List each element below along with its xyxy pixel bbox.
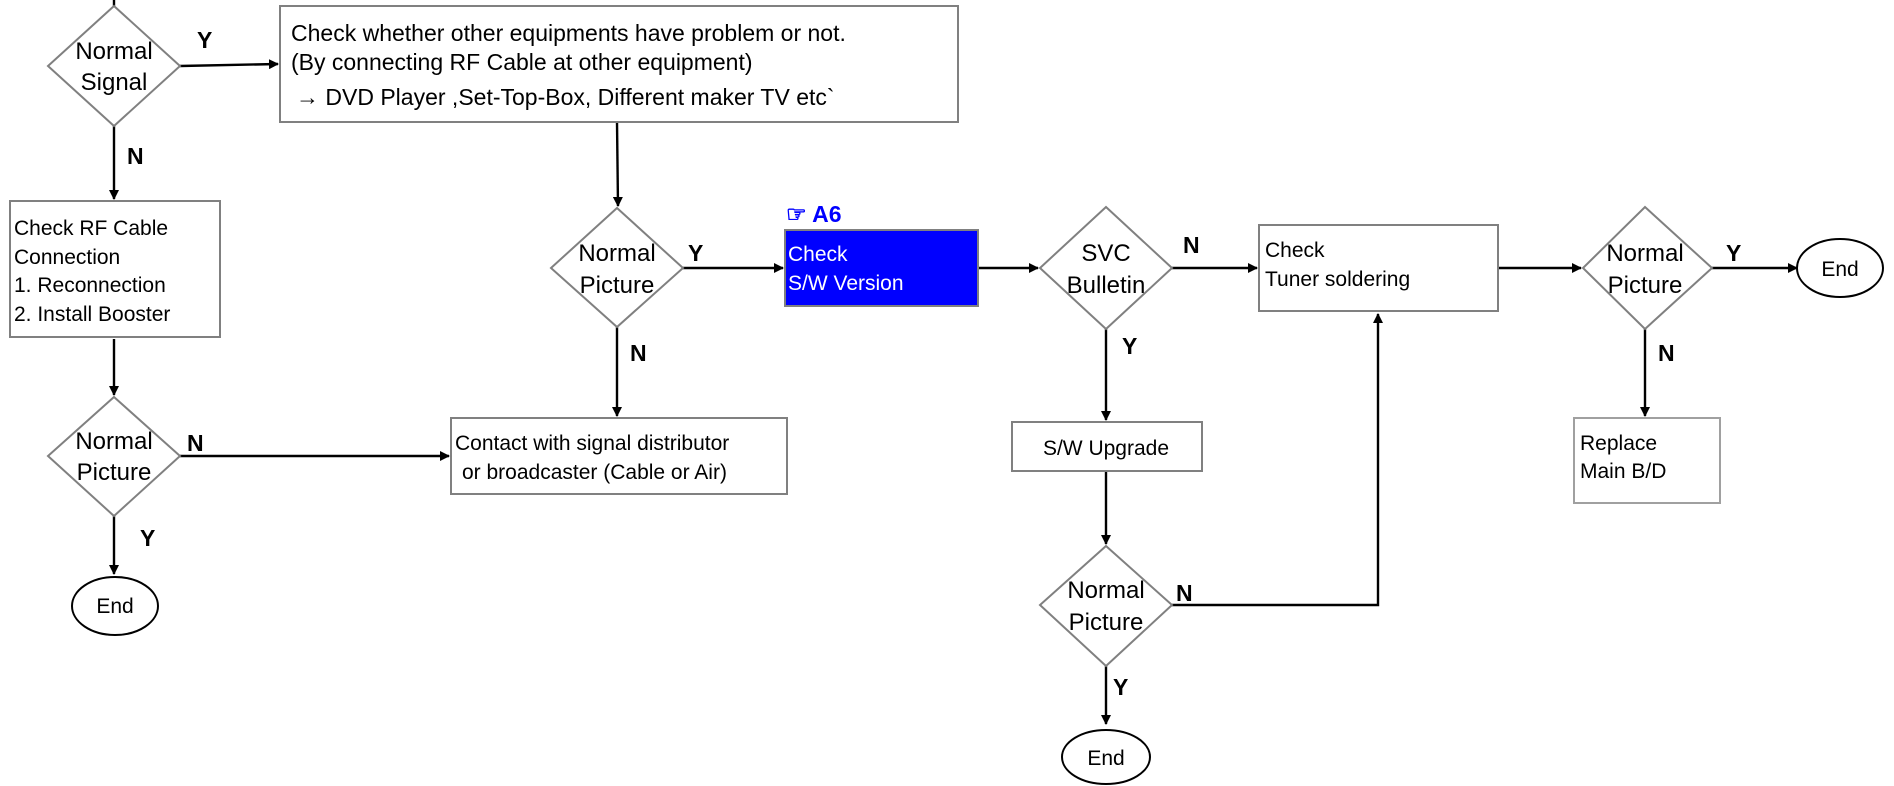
box-text-line: → DVD Player ,Set-Top-Box, Different mak… (296, 84, 835, 110)
decision-text-line: Normal (1067, 577, 1144, 604)
box-text-line: Check whether other equipments have prob… (291, 20, 846, 46)
box-text-line: Main B/D (1580, 460, 1666, 483)
decision-text-line: Picture (1069, 609, 1144, 636)
branch-labels: Y N N Y Y N N Y N Y Y N (127, 27, 1741, 700)
decision-text-line: Signal (81, 69, 148, 96)
box-text-line: Check (1265, 239, 1325, 262)
label-right-picture-yes: Y (1726, 240, 1741, 266)
box-text-line: Check (788, 243, 848, 266)
box-text-line: 2. Install Booster (14, 303, 170, 326)
label-bulletin-no: N (1183, 232, 1200, 258)
box-text-line: Connection (14, 246, 120, 269)
decision-normal-signal: Normal Signal (46, 4, 182, 128)
label-bulletin-yes: Y (1122, 333, 1137, 359)
decision-text-line: Normal (75, 38, 152, 65)
label-left-picture-yes: Y (140, 525, 155, 551)
decision-text-line: SVC (1081, 240, 1130, 267)
connector-signal-yes (179, 59, 279, 70)
box-tuner-soldering: Check Tuner soldering (1258, 224, 1499, 312)
label-bottom-picture-yes: Y (1113, 674, 1128, 700)
decision-normal-picture-mid: Normal Picture (549, 206, 685, 329)
decision-text-line: Picture (77, 459, 152, 486)
box-text-line: 1. Reconnection (14, 274, 166, 297)
decision-svc-bulletin: SVC Bulletin (1038, 205, 1174, 331)
box-sw-upgrade: S/W Upgrade (1011, 421, 1203, 472)
decision-text-line: Picture (1608, 272, 1683, 299)
decision-normal-picture-left: Normal Picture (46, 395, 182, 518)
connectors (109, 0, 1798, 725)
box-text-line: S/W Upgrade (1043, 437, 1169, 460)
box-check-other-equipment: Check whether other equipments have prob… (279, 5, 959, 123)
box-rf-cable-connection: Check RF Cable Connection 1. Reconnectio… (9, 200, 221, 338)
connector-bottom-picture-no (1172, 313, 1383, 607)
box-text-line: S/W Version (788, 272, 904, 295)
box-text-line: Replace (1580, 432, 1657, 455)
decision-text-line: Picture (580, 272, 655, 299)
highlight-fill (784, 229, 979, 307)
label-mid-picture-yes: Y (688, 240, 703, 266)
box-contact-distributor: Contact with signal distributor or broad… (450, 417, 788, 495)
box-text-line: Tuner soldering (1265, 268, 1410, 291)
decision-normal-picture-right: Normal Picture (1581, 205, 1714, 331)
connector-check-to-picture (612, 121, 623, 207)
label-signal-no: N (127, 143, 144, 169)
box-text-line: Check RF Cable (14, 217, 168, 240)
label-signal-yes: Y (197, 27, 212, 53)
terminal-text: End (96, 595, 133, 618)
terminal-end-bottom: End (1061, 729, 1151, 785)
decision-text-line: Bulletin (1067, 272, 1146, 299)
box-check-sw-version: Check S/W Version (784, 229, 979, 307)
terminal-text: End (1821, 258, 1858, 281)
box-text-line: (By connecting RF Cable at other equipme… (291, 49, 753, 75)
terminal-end-right: End (1796, 238, 1884, 298)
box-text-line: Contact with signal distributor (455, 432, 729, 455)
terminal-end-left: End (71, 576, 159, 636)
label-bottom-picture-no: N (1176, 580, 1193, 606)
decision-text-line: Normal (578, 240, 655, 267)
label-mid-picture-no: N (630, 340, 647, 366)
label-left-picture-no: N (187, 430, 204, 456)
decision-text-line: Normal (75, 428, 152, 455)
box-replace-main-bd: Replace Main B/D (1573, 417, 1721, 504)
reference-tag-a6: ☞ A6 (786, 201, 842, 227)
decision-normal-picture-bottom: Normal Picture (1038, 544, 1174, 668)
box-text-line: or broadcaster (Cable or Air) (462, 461, 727, 484)
decision-text-line: Normal (1606, 240, 1683, 267)
label-right-picture-no: N (1658, 340, 1675, 366)
terminal-text: End (1087, 747, 1124, 770)
